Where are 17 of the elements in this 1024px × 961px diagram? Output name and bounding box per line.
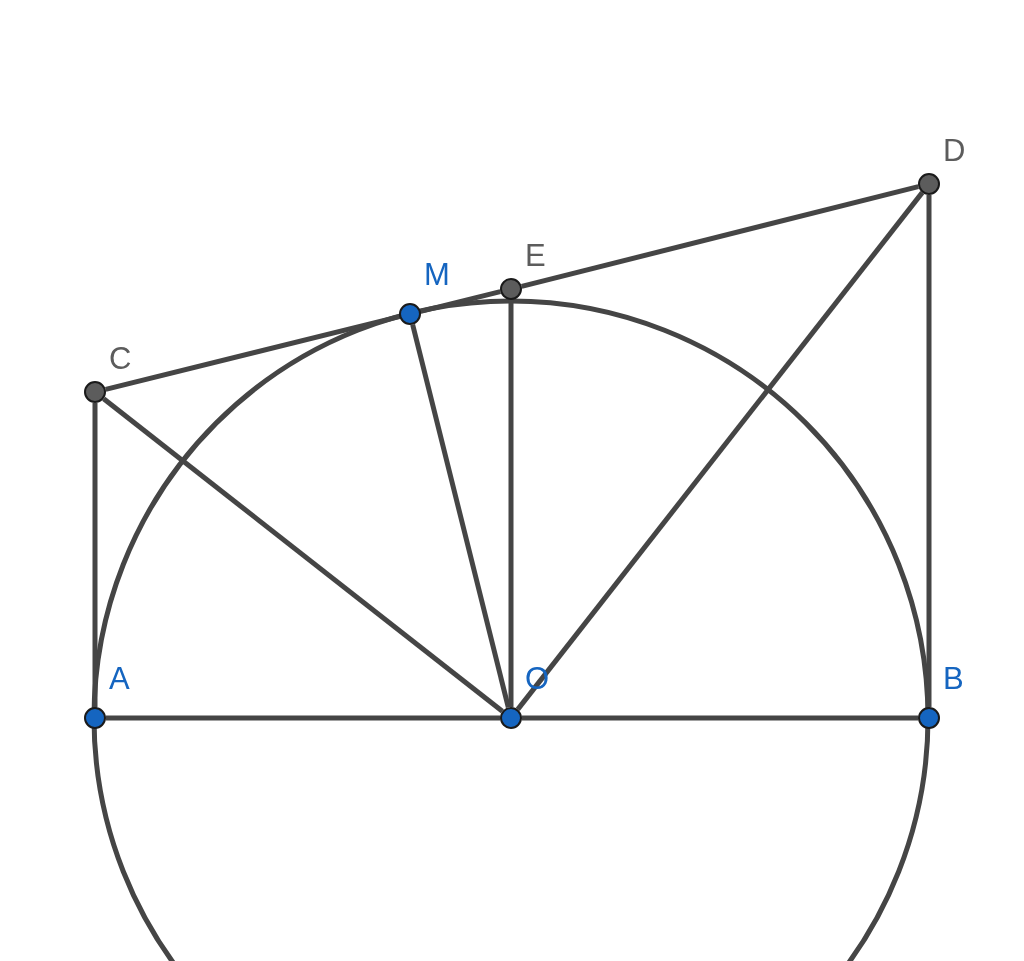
- point-label: A: [109, 662, 130, 696]
- line-segment: [102, 396, 504, 714]
- point-label: E: [525, 239, 546, 273]
- line-segment: [508, 300, 514, 707]
- line-segment: [522, 715, 918, 721]
- point-label: D: [943, 134, 966, 168]
- line-segment: [926, 195, 932, 707]
- line-segment: [410, 324, 511, 708]
- point-label: C: [109, 342, 132, 376]
- line-segment: [420, 289, 501, 314]
- point-label: B: [943, 662, 964, 696]
- point-label: M: [424, 258, 450, 292]
- line-segment: [515, 191, 925, 711]
- line-segment: [92, 403, 98, 707]
- line-segment: [521, 184, 919, 289]
- line-segment: [106, 715, 500, 721]
- line-segment: [105, 314, 400, 392]
